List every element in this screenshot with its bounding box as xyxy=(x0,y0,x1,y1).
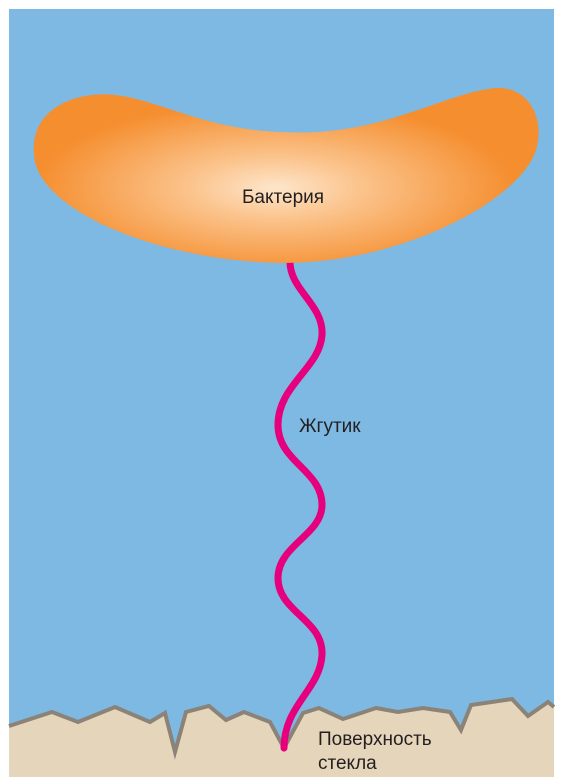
bacterium-label: Бактерия xyxy=(242,187,324,208)
flagellum-label: Жгутик xyxy=(299,416,361,437)
glass-surface-label-line2: стекла xyxy=(318,753,377,774)
glass-surface-label-line1: Поверхность xyxy=(318,729,432,750)
